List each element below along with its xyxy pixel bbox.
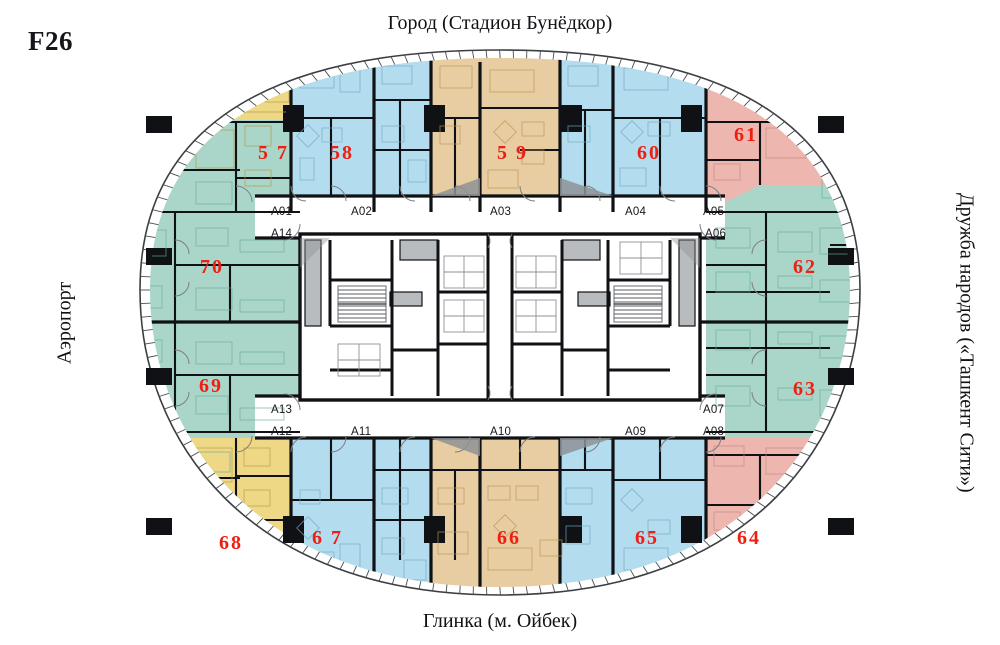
corridor-label-a02: A02 xyxy=(351,206,373,218)
service-core xyxy=(298,232,702,402)
corridor-label-a04: A04 xyxy=(625,206,647,218)
elevator-extra xyxy=(337,241,663,377)
corridor-label-a12: A12 xyxy=(271,426,293,438)
corridor-label-a01: A01 xyxy=(271,206,293,218)
unit-fill-62 xyxy=(706,212,850,322)
corridor-label-a13: A13 xyxy=(271,404,293,416)
corridor-label-a08: A08 xyxy=(703,426,725,438)
orientation-label-top: Город (Стадион Бунёдкор) xyxy=(387,12,613,34)
floor-tag: F26 xyxy=(28,26,73,56)
orientation-label-right: Дружба народов («Ташкент Сити») xyxy=(955,192,978,493)
elevator-bank-right xyxy=(515,255,557,333)
corridor-label-a05: A05 xyxy=(703,206,725,218)
structural-columns xyxy=(146,105,854,543)
corridor-label-a03: A03 xyxy=(490,206,512,218)
balcony-wedges xyxy=(300,178,700,456)
corridor-label-a09: A09 xyxy=(625,426,647,438)
stair-left xyxy=(337,285,387,323)
corridor-north xyxy=(255,196,725,238)
unit-fill-63 xyxy=(706,322,850,432)
elevator-bank-left xyxy=(443,255,485,333)
unit-fill-65a xyxy=(560,438,613,587)
orientation-label-left: Аэропорт xyxy=(53,281,76,364)
stair-right xyxy=(613,285,663,323)
unit-fill-67b xyxy=(374,438,431,587)
orientation-label-bottom: Глинка (м. Ойбек) xyxy=(422,610,578,632)
corridor-label-a14: A14 xyxy=(271,228,293,240)
core-shafts xyxy=(304,239,696,327)
corridor-south xyxy=(255,396,725,438)
core-walls xyxy=(328,234,672,400)
core-doors xyxy=(487,233,513,401)
corridor-label-a07: A07 xyxy=(703,404,725,416)
corridor-label-a10: A10 xyxy=(490,426,512,438)
corridor-label-a06: A06 xyxy=(705,228,727,240)
unit-fill-58b xyxy=(374,58,431,212)
corridor-label-a11: A11 xyxy=(351,426,372,438)
